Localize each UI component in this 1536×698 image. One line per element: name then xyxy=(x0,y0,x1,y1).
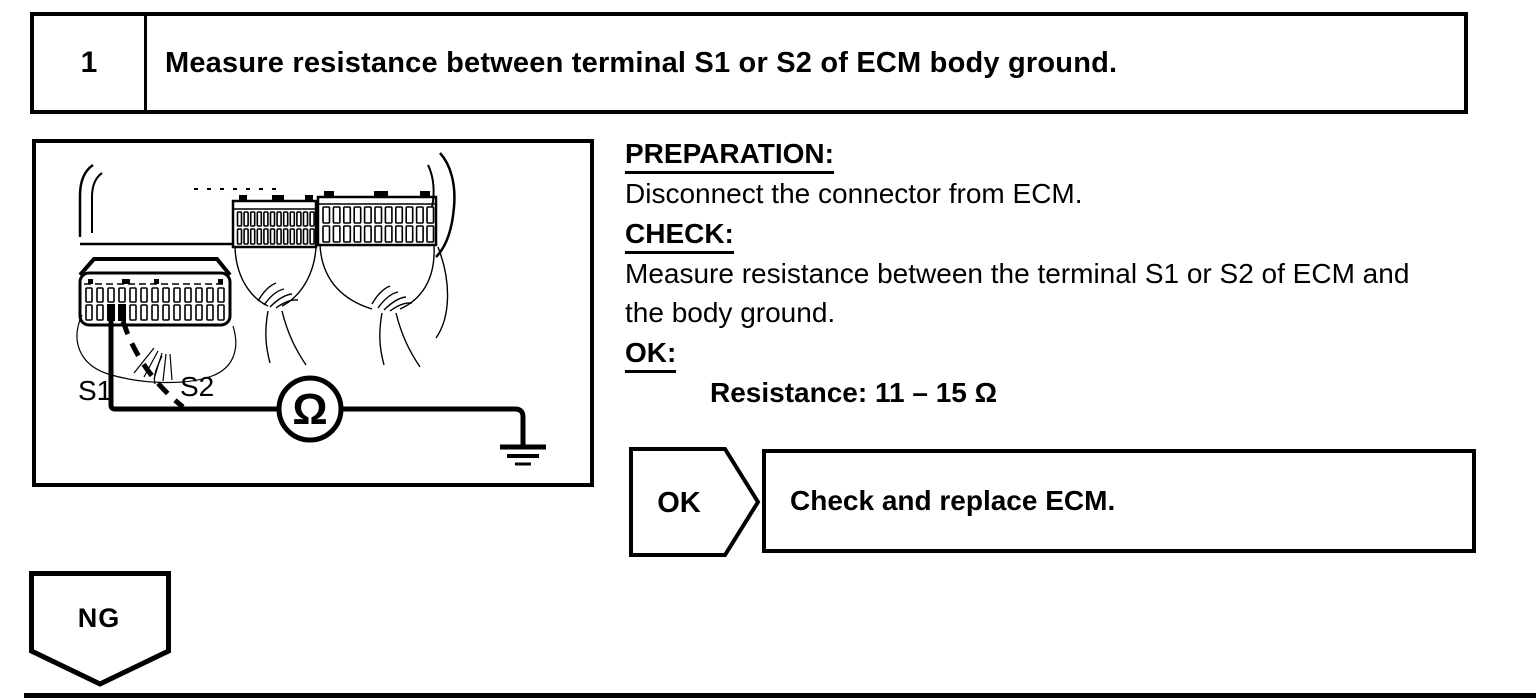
preparation-heading: PREPARATION: xyxy=(625,134,1485,174)
ecm-connector-middle xyxy=(231,195,318,249)
wiring-diagram-art: Ω S1 S2 xyxy=(76,152,546,466)
ok-branch-arrow: OK xyxy=(629,447,761,557)
wire-harness-bundles xyxy=(234,244,449,368)
ok-action-box: Check and replace ECM. xyxy=(762,449,1476,553)
ground-icon xyxy=(500,444,546,466)
step-header: 1 Measure resistance between terminal S1… xyxy=(30,12,1468,114)
ohmmeter-symbol: Ω xyxy=(292,385,327,434)
ok-heading: OK: xyxy=(625,333,1485,373)
terminal-s1-label: S1 xyxy=(78,375,112,406)
ok-branch-label: OK xyxy=(657,487,701,519)
check-text-line2: the body ground. xyxy=(625,297,836,329)
probe-wire-dashed xyxy=(120,320,185,409)
instruction-block: PREPARATION: Disconnect the connector fr… xyxy=(625,134,1485,412)
ground-wire xyxy=(341,406,526,445)
ng-branch-label: NG xyxy=(78,603,121,633)
step-number: 1 xyxy=(34,16,147,110)
wiring-diagram: Ω S1 S2 xyxy=(32,139,594,487)
check-heading: CHECK: xyxy=(625,214,1485,254)
step-title: Measure resistance between terminal S1 o… xyxy=(165,46,1118,79)
terminal-s2-pin xyxy=(118,304,126,321)
terminal-s1-pin xyxy=(107,304,115,321)
ecm-connector-right xyxy=(316,191,438,247)
terminal-s2-label: S2 xyxy=(180,371,214,402)
ok-action-text: Check and replace ECM. xyxy=(790,485,1116,516)
probe-wire-solid xyxy=(108,321,279,412)
ohmmeter-icon: Ω xyxy=(276,375,344,443)
preparation-text: Disconnect the connector from ECM. xyxy=(625,178,1083,209)
check-text-line1: Measure resistance between the terminal … xyxy=(625,257,1410,289)
next-section-top-border xyxy=(24,693,1536,698)
resistance-spec: Resistance: 11 – 15 Ω xyxy=(710,376,998,408)
ecm-connector-s1s2 xyxy=(78,257,232,327)
ng-branch-arrow: NG xyxy=(29,571,171,687)
